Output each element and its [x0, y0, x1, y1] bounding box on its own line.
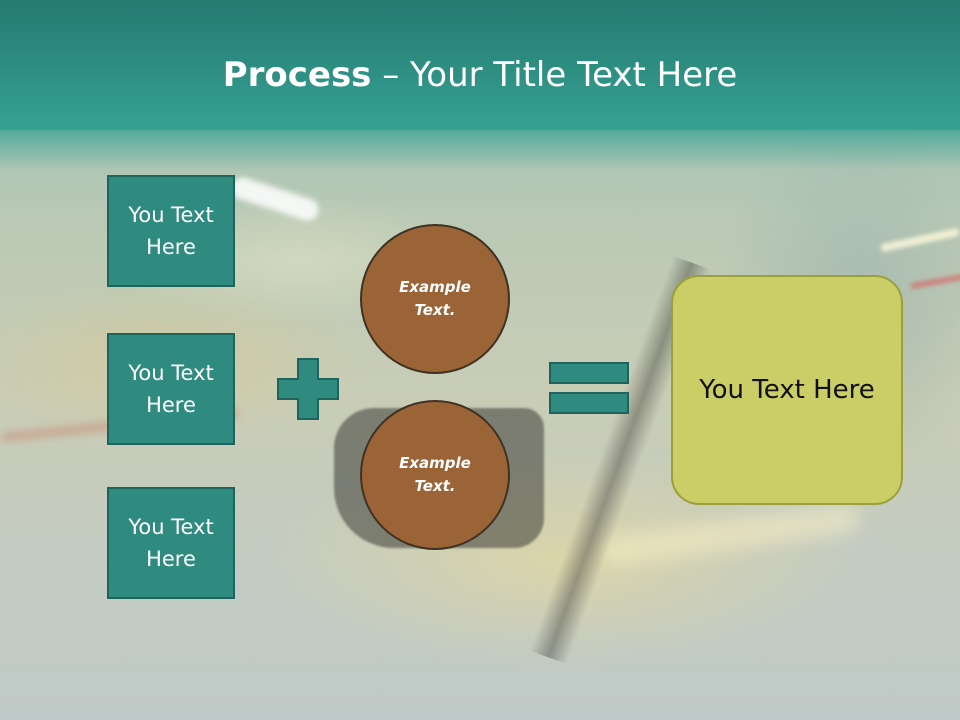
result-box[interactable]: You Text Here: [671, 275, 903, 505]
slide-title[interactable]: Process – Your Title Text Here: [0, 52, 960, 98]
circle-label: Example Text.: [399, 278, 471, 319]
light-streak: [599, 502, 861, 568]
input-box-label: You Text Here: [128, 515, 214, 571]
input-box-2[interactable]: You Text Here: [107, 333, 235, 445]
equals-icon: [549, 362, 629, 414]
circle-label: Example Text.: [399, 454, 471, 495]
light-streak: [909, 272, 960, 290]
light-streak: [228, 174, 322, 224]
title-bold: Process: [222, 55, 372, 95]
input-box-label: You Text Here: [128, 361, 214, 417]
input-box-3[interactable]: You Text Here: [107, 487, 235, 599]
example-circle-2[interactable]: Example Text.: [360, 400, 510, 550]
result-label: You Text Here: [699, 375, 875, 405]
title-rest: – Your Title Text Here: [371, 55, 738, 95]
title-bar-fade: [0, 130, 960, 170]
example-circle-1[interactable]: Example Text.: [360, 224, 510, 374]
input-box-label: You Text Here: [128, 203, 214, 259]
light-streak: [880, 227, 960, 253]
plus-icon: [277, 358, 339, 420]
input-box-1[interactable]: You Text Here: [107, 175, 235, 287]
title-bar: [0, 0, 960, 130]
